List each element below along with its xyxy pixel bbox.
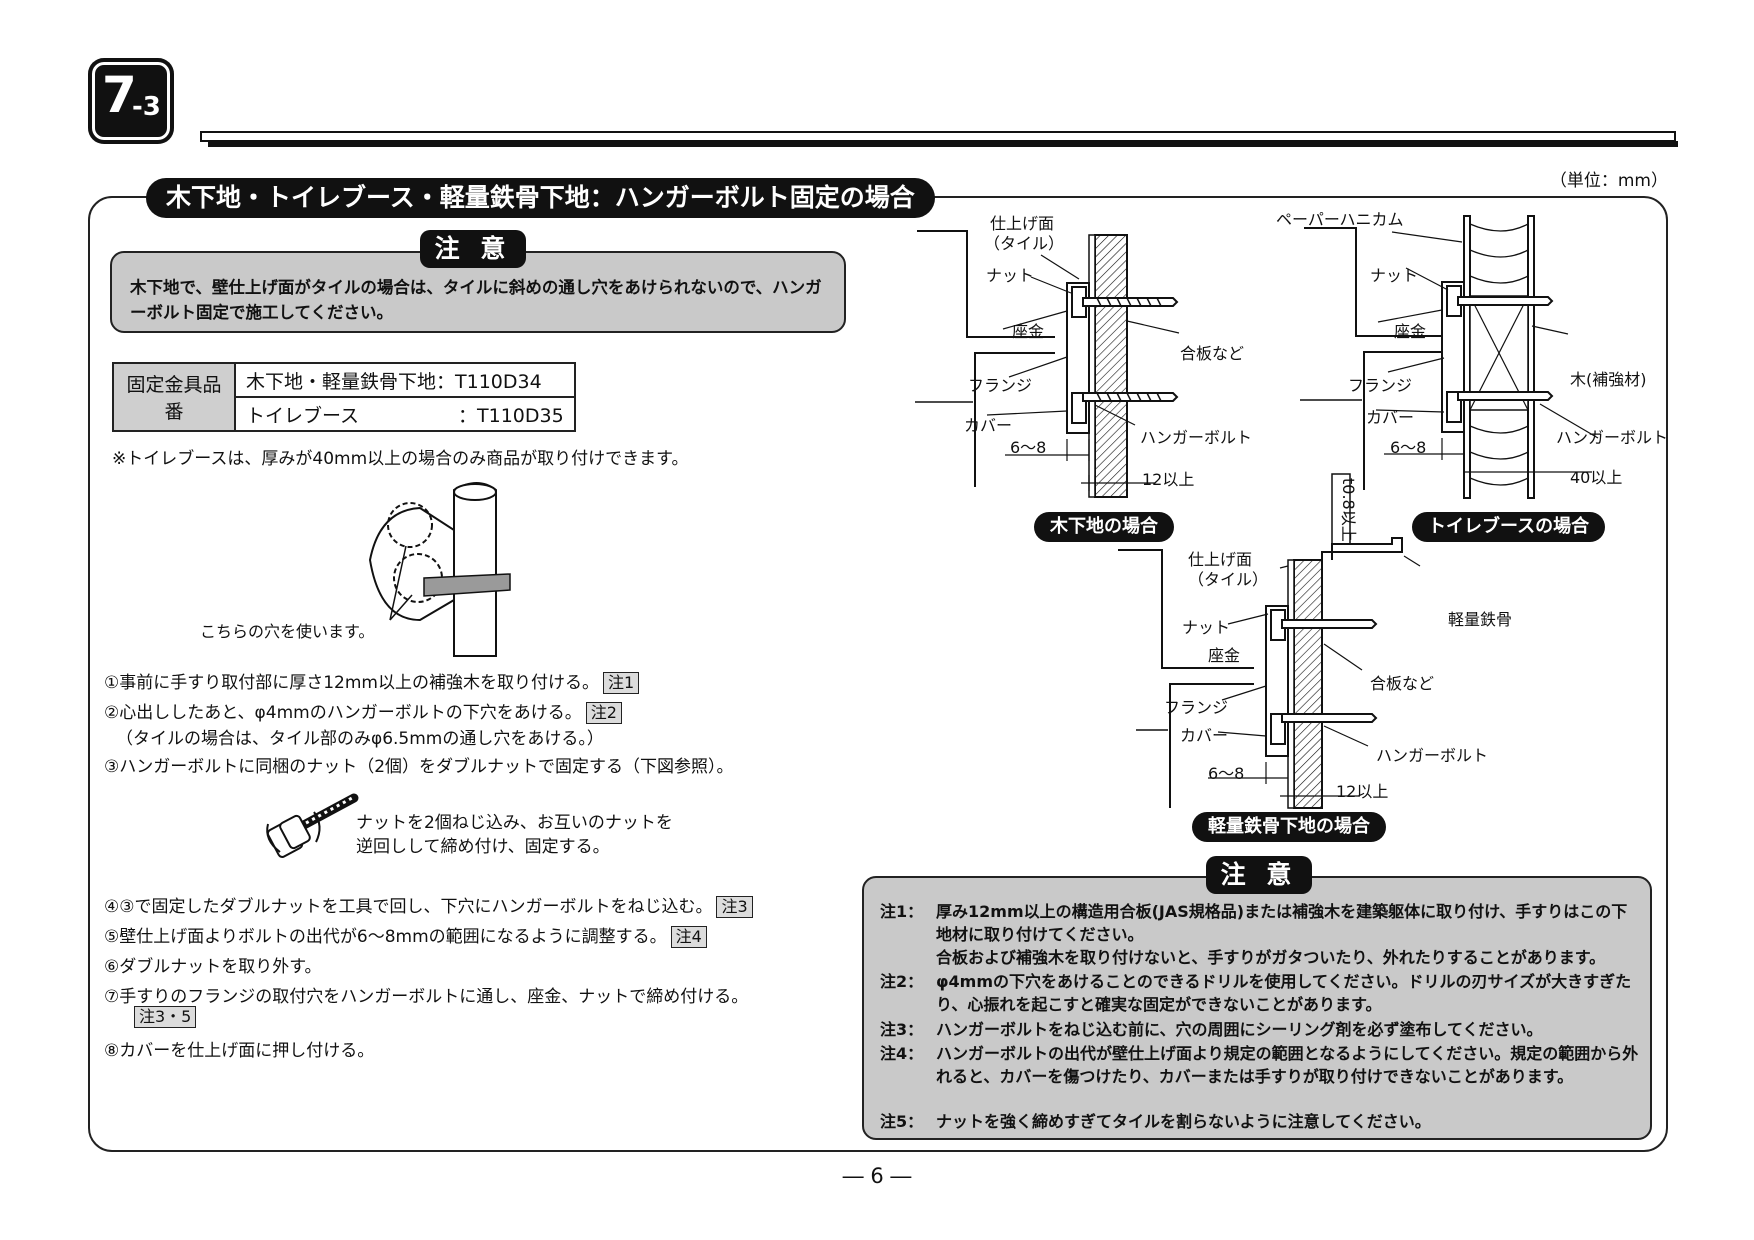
label-nut: ナット xyxy=(986,266,1035,285)
label-washer: 座金 xyxy=(1208,646,1241,665)
label-cover: カバー xyxy=(1366,408,1415,427)
note-text: 厚み12mm以上の構造用合板(JAS規格品)または補強木を建築躯体に取り付け、手… xyxy=(936,902,1628,944)
label-finish: 仕上げ面 xyxy=(990,214,1055,233)
label-plywood: 合板など xyxy=(1370,674,1435,693)
parts-table-header: 固定金具品番 xyxy=(112,362,236,432)
note-key: 注3： xyxy=(880,1020,924,1039)
section-sub-number: -3 xyxy=(132,92,161,122)
caution-tag: 注 意 xyxy=(420,230,526,268)
note-ref: 注4 xyxy=(670,926,707,948)
label-washer: 座金 xyxy=(1012,322,1045,341)
step-text: ②心出ししたあと、φ4mmのハンガーボルトの下穴をあける。 xyxy=(104,703,582,723)
label-bolt: ハンガーボルト xyxy=(1376,746,1489,765)
note-ref: 注2 xyxy=(585,702,622,724)
note-key: 注1： xyxy=(880,902,924,921)
wood-base-caption: 木下地の場合 xyxy=(1034,512,1174,542)
step-text: ⑦手すりのフランジの取付穴をハンガーボルトに通し、座金、ナットで締め付ける。 xyxy=(104,987,749,1007)
label-honeycomb: ペーパーハニカム xyxy=(1276,210,1404,229)
label-plywood: 合板など xyxy=(1180,344,1245,363)
label-wood: 木(補強材) xyxy=(1570,370,1647,389)
label-flange: フランジ xyxy=(1348,376,1413,395)
page-number: ― 6 ― xyxy=(842,1164,912,1188)
parts-row: 木下地・軽量鉄骨下地：T110D34 xyxy=(234,362,576,398)
label-bolt: ハンガーボルト xyxy=(1140,428,1253,447)
toilet-booth-caption: トイレブースの場合 xyxy=(1412,512,1606,542)
parts-table: 固定金具品番 木下地・軽量鉄骨下地：T110D34 トイレブース ：T110D35 xyxy=(112,362,576,432)
step-item: ①事前に手すり取付部に厚さ12mm以上の補強木を取り付ける。注1 xyxy=(104,668,640,694)
step-item: ③ハンガーボルトに同梱のナット（2個）をダブルナットで固定する（下図参照）。 xyxy=(104,752,734,777)
label-min: 12以上 xyxy=(1336,782,1389,801)
note-text: ハンガーボルトをねじ込む前に、穴の周囲にシーリング剤を必ず塗布してください。 xyxy=(936,1020,1543,1039)
section-title: 木下地・トイレブース・軽量鉄骨下地：ハンガーボルト固定の場合 xyxy=(146,178,935,218)
label-flange: フランジ xyxy=(1164,698,1229,717)
double-nut-caption-line: 逆回しして締め付け、固定する。 xyxy=(356,837,610,857)
label-gap: 6〜8 xyxy=(1010,438,1047,457)
step-item: ⑦手すりのフランジの取付穴をハンガーボルトに通し、座金、ナットで締め付ける。 xyxy=(104,982,748,1007)
wood-base-diagram xyxy=(915,230,1180,498)
header-rule-shadow xyxy=(208,141,1678,147)
label-min: 40以上 xyxy=(1570,468,1623,487)
step-text: （タイルの場合は、タイル部のみφ6.5mmの通し穴をあける。） xyxy=(116,729,604,749)
note-key: 注2： xyxy=(880,972,924,991)
double-nut-illustration xyxy=(266,793,359,858)
step-text: ①事前に手すり取付部に厚さ12mm以上の補強木を取り付ける。 xyxy=(104,673,599,693)
label-tile: （タイル） xyxy=(984,234,1065,253)
label-gap: 6〜8 xyxy=(1390,438,1427,457)
label-bolt: ハンガーボルト xyxy=(1556,428,1669,447)
section-badge: 7 -3 xyxy=(88,58,174,144)
label-nut: ナット xyxy=(1370,266,1419,285)
step-item: （タイルの場合は、タイル部のみφ6.5mmの通し穴をあける。） xyxy=(116,724,604,749)
step-text: ⑧カバーを仕上げ面に押し付ける。 xyxy=(104,1041,375,1061)
note-ref: 注3 xyxy=(716,896,753,918)
label-flange: フランジ xyxy=(968,376,1033,395)
step-text: ⑤壁仕上げ面よりボルトの出代が6〜8mmの範囲になるように調整する。 xyxy=(104,927,667,947)
parts-row: トイレブース ：T110D35 xyxy=(234,396,576,432)
label-nut: ナット xyxy=(1182,618,1231,637)
label-t08: t0.8以上 xyxy=(1339,478,1358,542)
label-finish: 仕上げ面 xyxy=(1188,550,1253,569)
caution-tag: 注 意 xyxy=(1206,856,1312,894)
note-text: 合板および補強木を取り付けないと、手すりがガタついたり、外れたりすることがありま… xyxy=(936,948,1606,967)
step-item: ②心出ししたあと、φ4mmのハンガーボルトの下穴をあける。注2 xyxy=(104,698,622,724)
step-text: ⑥ダブルナットを取り外す。 xyxy=(104,957,322,977)
double-nut-caption-line: ナットを2個ねじ込み、お互いのナットを xyxy=(356,813,673,833)
note-ref: 注3・5 xyxy=(134,1006,197,1028)
booth-note: ※トイレブースは、厚みが40mm以上の場合のみ商品が取り付けできます。 xyxy=(112,449,689,469)
parts-row-code: T110D34 xyxy=(455,370,542,393)
note-ref: 注1 xyxy=(603,672,640,694)
step-item: ④③で固定したダブルナットを工具で回し、下穴にハンガーボルトをねじ込む。注3 xyxy=(104,892,753,918)
step-item: ⑤壁仕上げ面よりボルトの出代が6〜8mmの範囲になるように調整する。注4 xyxy=(104,922,707,948)
light-steel-diagram xyxy=(1118,473,1421,809)
note-text: ナットを強く締めすぎてタイルを割らないように注意してください。 xyxy=(936,1112,1431,1131)
step-text: ④③で固定したダブルナットを工具で回し、下穴にハンガーボルトをねじ込む。 xyxy=(104,897,713,917)
parts-row-code: ：T110D35 xyxy=(458,404,564,427)
note-key: 注4： xyxy=(880,1044,924,1063)
toilet-booth-diagram xyxy=(1300,215,1599,499)
bracket-illustration xyxy=(368,482,511,657)
label-washer: 座金 xyxy=(1394,322,1427,341)
step-item: 注3・5 xyxy=(130,1006,197,1028)
unit-note: （単位：mm） xyxy=(1549,171,1668,191)
step-item: ⑥ダブルナットを取り外す。 xyxy=(104,952,322,977)
label-cover: カバー xyxy=(1180,726,1229,745)
caution-box-bottom: 注1： 厚み12mm以上の構造用合板(JAS規格品)または補強木を建築躯体に取り… xyxy=(862,876,1652,1140)
label-min: 12以上 xyxy=(1142,470,1195,489)
section-number: 7 xyxy=(102,66,137,124)
note-text: ハンガーボルトの出代が壁仕上げ面より規定の範囲となるようにしてください。規定の範… xyxy=(936,1044,1639,1086)
label-steel: 軽量鉄骨 xyxy=(1448,610,1513,629)
note-key: 注5： xyxy=(880,1112,924,1131)
note-text: φ4mmの下穴をあけることのできるドリルを使用してください。ドリルの刃サイズが大… xyxy=(936,972,1632,1014)
label-gap: 6〜8 xyxy=(1208,764,1245,783)
parts-row-label: 木下地・軽量鉄骨下地： xyxy=(246,370,456,393)
step-item: ⑧カバーを仕上げ面に押し付ける。 xyxy=(104,1036,374,1061)
caution-text: 木下地で、壁仕上げ面がタイルの場合は、タイルに斜めの通し穴をあけられないので、ハ… xyxy=(130,278,822,322)
parts-row-label: トイレブース xyxy=(246,404,360,427)
hole-caption: こちらの穴を使います。 xyxy=(200,622,375,641)
step-text: ③ハンガーボルトに同梱のナット（2個）をダブルナットで固定する（下図参照）。 xyxy=(104,757,734,777)
light-steel-caption: 軽量鉄骨下地の場合 xyxy=(1192,812,1386,842)
label-tile: （タイル） xyxy=(1188,570,1269,589)
label-cover: カバー xyxy=(964,416,1013,435)
